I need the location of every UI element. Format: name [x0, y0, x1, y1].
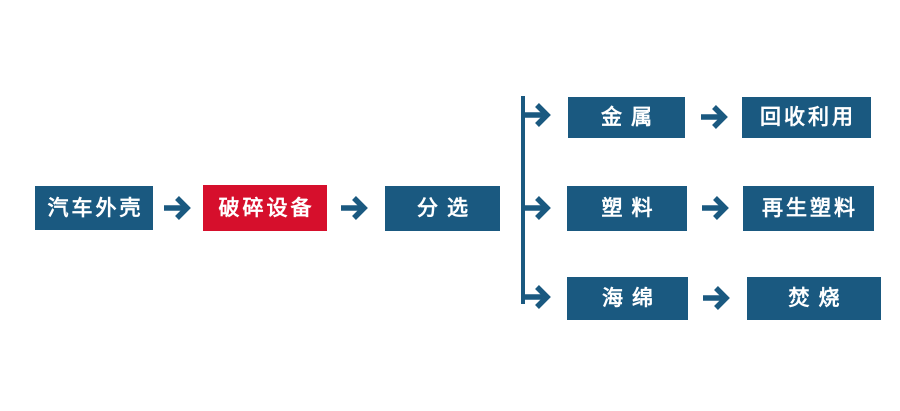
branch-connector-line: [521, 96, 525, 304]
node-incineration: 焚烧: [747, 277, 881, 320]
arrow-right-icon: [701, 284, 735, 312]
node-sorting: 分选: [385, 186, 500, 231]
arrow-right-icon: [522, 101, 556, 129]
arrow-right-icon: [522, 283, 556, 311]
arrow-right-icon: [339, 194, 373, 222]
arrow-right-icon: [699, 103, 733, 131]
node-crushing-equipment: 破碎设备: [203, 185, 327, 231]
arrow-right-icon: [162, 194, 196, 222]
node-recycled-plastic: 再生塑料: [743, 186, 874, 231]
arrow-right-icon: [700, 194, 734, 222]
node-metal: 金属: [568, 97, 685, 138]
node-plastic: 塑料: [567, 186, 687, 231]
arrow-right-icon: [522, 194, 556, 222]
node-recycling: 回收利用: [742, 97, 871, 138]
node-car-shell: 汽车外壳: [35, 186, 153, 230]
node-sponge: 海绵: [567, 277, 688, 320]
